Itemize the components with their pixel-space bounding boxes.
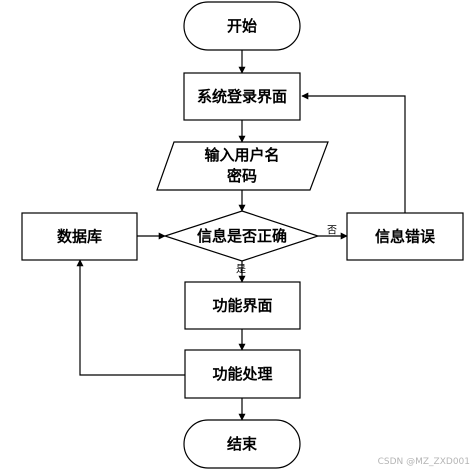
- function-process-node: 功能处理: [184, 349, 301, 399]
- login-ui-label: 系统登录界面: [197, 88, 287, 106]
- info-error-label: 信息错误: [375, 228, 436, 246]
- info-error-box: [346, 212, 464, 261]
- function-ui-label: 功能界面: [212, 297, 272, 315]
- function-ui-node: 功能界面: [184, 281, 301, 330]
- edge-process-to-database: [76, 259, 185, 376]
- input-label-line2: 密码: [227, 167, 257, 185]
- login-ui-node: 系统登录界面: [183, 72, 301, 121]
- edges: [76, 50, 406, 421]
- edge-label-no: 否: [327, 225, 337, 237]
- start-label: 开始: [227, 17, 257, 35]
- check-label: 信息是否正确: [197, 227, 287, 245]
- database-box: [21, 212, 138, 261]
- function-process-box: [184, 349, 301, 399]
- input-label-line1: 输入用户名: [204, 146, 279, 164]
- info-error-node: 信息错误: [346, 212, 464, 261]
- check-diamond-shape: [163, 210, 320, 262]
- function-ui-box: [184, 281, 301, 330]
- end-terminal-shape: [183, 419, 301, 469]
- watermark-text: CSDN @MZ_ZXD001: [378, 457, 470, 467]
- function-process-label: 功能处理: [212, 365, 272, 383]
- start-node: 开始: [183, 1, 301, 51]
- login-ui-box: [183, 72, 301, 121]
- database-label: 数据库: [57, 228, 102, 246]
- end-label: 结束: [227, 435, 258, 453]
- check-node: 信息是否正确: [163, 210, 320, 262]
- input-node: 输入用户名 密码: [156, 141, 329, 191]
- start-terminal-shape: [183, 1, 301, 51]
- edge-error-to-login: [301, 92, 406, 213]
- database-node: 数据库: [21, 212, 138, 261]
- edge-label-yes: 是: [236, 264, 246, 276]
- end-node: 结束: [183, 419, 301, 469]
- input-parallelogram-shape: [156, 141, 329, 191]
